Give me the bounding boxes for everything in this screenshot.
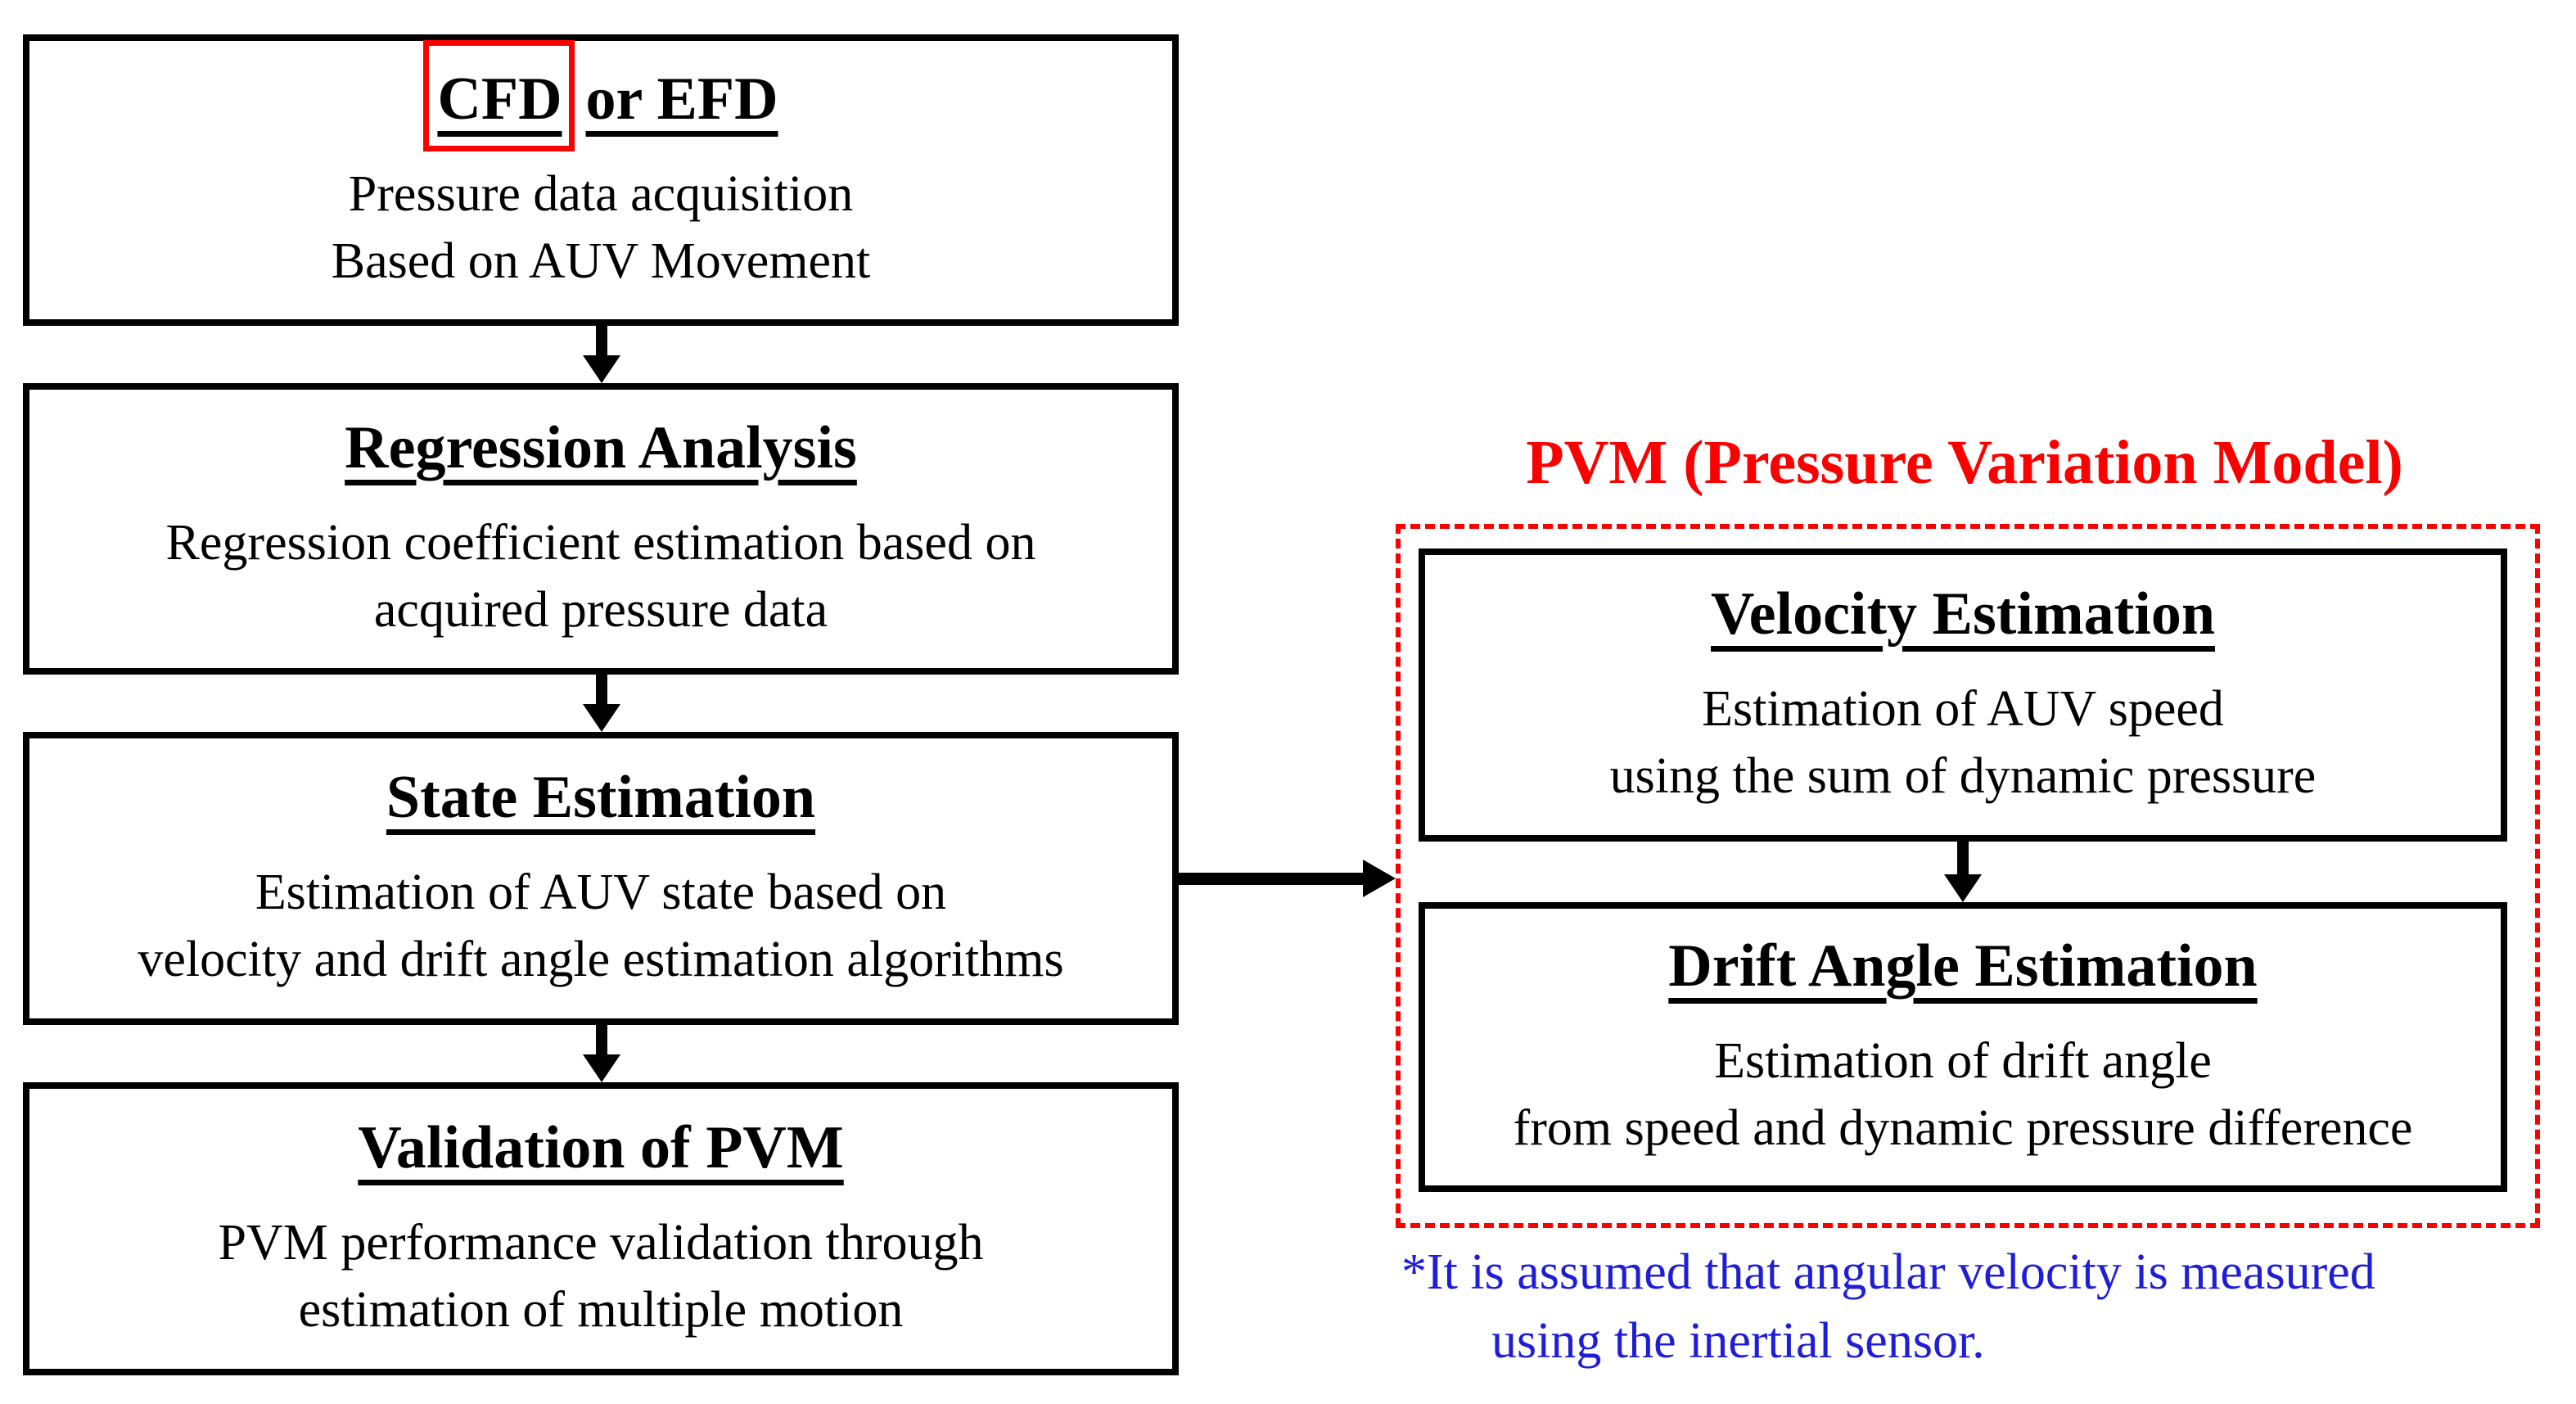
step-description-line: velocity and drift angle estimation algo…	[138, 932, 1064, 988]
arrow-shaft	[1179, 872, 1363, 885]
arrow-down-icon	[583, 326, 620, 383]
step-box-drift-angle-estimation: Drift Angle Estimation Estimation of dri…	[1419, 902, 2507, 1192]
step-title-validation-of-pvm: Validation of PVM	[358, 1114, 843, 1182]
step-box-velocity-estimation: Velocity Estimation Estimation of AUV sp…	[1419, 549, 2507, 842]
step-title-regression-analysis: Regression Analysis	[345, 414, 857, 482]
step-box-state-estimation: State Estimation Estimation of AUV state…	[23, 732, 1179, 1025]
arrow-down-icon	[1944, 840, 1982, 902]
pvm-dashed-container	[1396, 524, 2540, 1228]
step-box-regression-analysis: Regression Analysis Regression coefficie…	[23, 383, 1179, 675]
step-description-line: using the sum of dynamic pressure	[1609, 748, 2317, 805]
arrow-down-icon	[583, 675, 620, 732]
step-description-line: Based on AUV Movement	[331, 233, 871, 290]
step-box-validation-of-pvm: Validation of PVM PVM performance valida…	[23, 1082, 1179, 1375]
step-description-line: from speed and dynamic pressure differen…	[1513, 1100, 2413, 1157]
step-title-velocity-estimation: Velocity Estimation	[1711, 580, 2215, 648]
pvm-group-heading: PVM (Pressure Variation Model)	[1526, 428, 2403, 497]
arrow-head	[1944, 874, 1982, 902]
arrow-head	[1363, 860, 1396, 897]
arrow-shaft	[596, 326, 607, 355]
step-title-drift-angle-estimation: Drift Angle Estimation	[1668, 932, 2257, 1000]
step-title-state-estimation: State Estimation	[386, 764, 815, 832]
title-underline-wrap: Drift Angle Estimation	[1668, 932, 2258, 1000]
title-underline-wrap: Velocity Estimation	[1711, 580, 2215, 648]
step-description-line: Regression coefficient estimation based …	[165, 515, 1036, 571]
footnote-line: using the inertial sensor.	[1491, 1313, 1985, 1369]
arrow-head	[583, 355, 620, 383]
title-underline-wrap: Validation of PVM	[358, 1113, 844, 1181]
title-underline-wrap: Regression Analysis	[345, 413, 857, 481]
title-underline-wrap: State Estimation	[386, 763, 816, 831]
arrow-shaft	[1957, 840, 1969, 874]
arrow-down-icon	[583, 1025, 620, 1082]
step-description-line: PVM performance validation through	[218, 1215, 984, 1271]
step-description-line: Estimation of drift angle	[1714, 1033, 2212, 1090]
arrow-shaft	[596, 1025, 607, 1054]
footnote: *It is assumed that angular velocity is …	[1401, 1238, 2375, 1375]
step-description-line: estimation of multiple motion	[298, 1282, 904, 1339]
arrow-right-icon	[1179, 860, 1396, 897]
arrow-head	[583, 1054, 620, 1082]
step-description-line: Estimation of AUV state based on	[255, 865, 947, 921]
title-rest-text: or EFD	[585, 65, 778, 133]
step-description-line: acquired pressure data	[373, 582, 828, 639]
arrow-head	[583, 704, 620, 732]
arrow-shaft	[596, 675, 607, 704]
step-description-line: Estimation of AUV speed	[1702, 681, 2224, 738]
footnote-line: *It is assumed that angular velocity is …	[1401, 1244, 2375, 1300]
step-description-line: Pressure data acquisition	[348, 166, 854, 223]
cfd-red-highlight-rect: CFD	[423, 39, 575, 151]
